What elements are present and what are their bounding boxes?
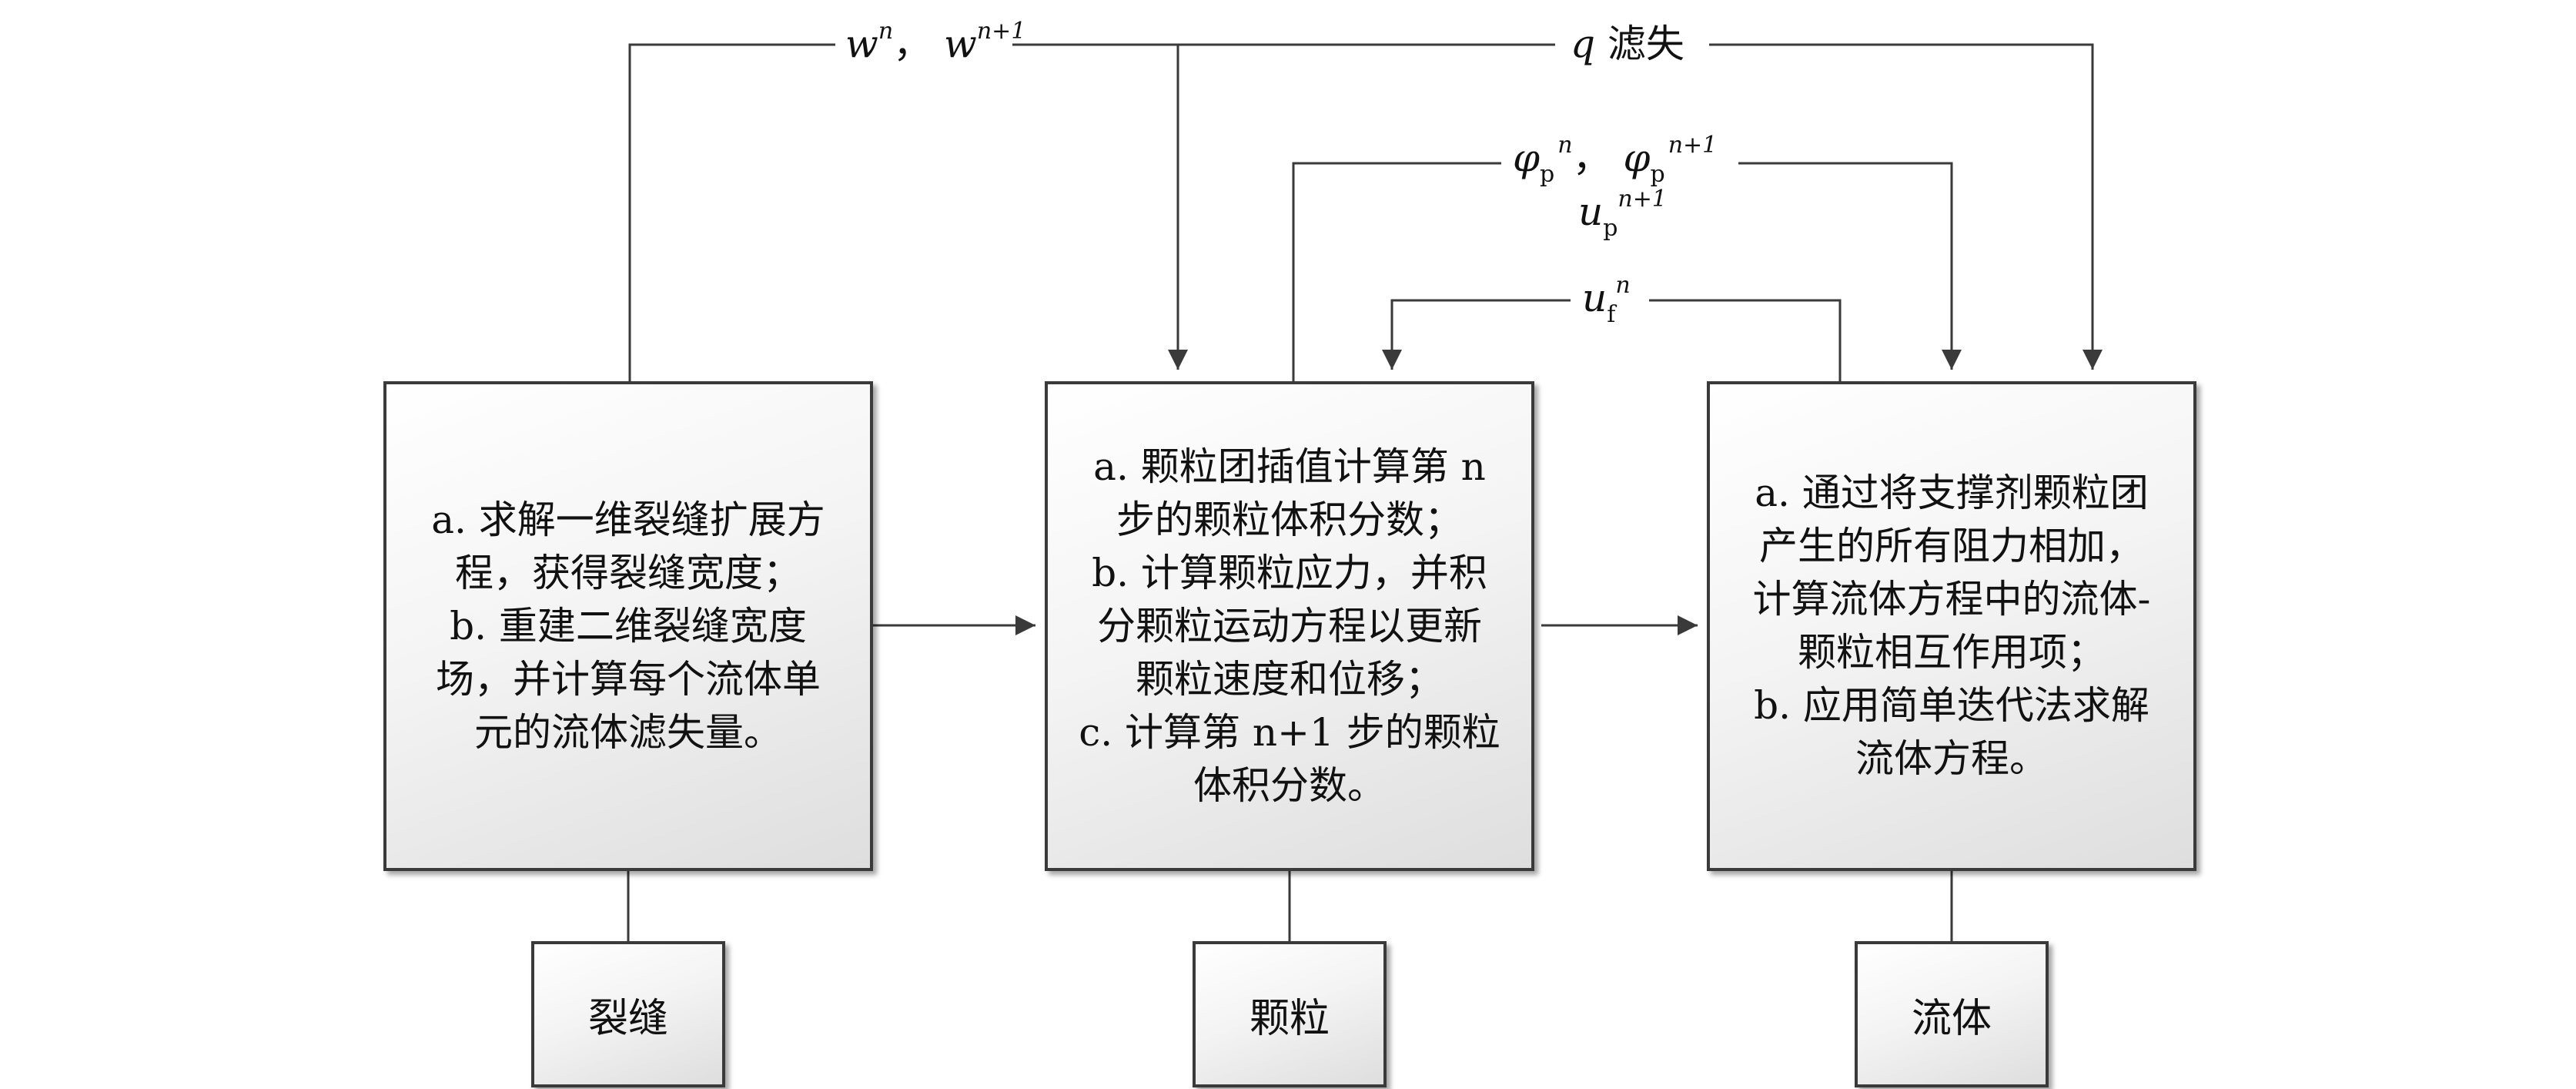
- fluid-line-4: 颗粒相互作用项；: [1798, 630, 2106, 675]
- fluid-line-2: 产生的所有阻力相加，: [1759, 524, 2144, 568]
- particle-line-1: a. 颗粒团插值计算第 n: [1093, 444, 1486, 489]
- q-text: 滤失: [1595, 22, 1684, 66]
- w-symbol-2: w: [944, 22, 977, 66]
- phi-label: φpn， φpn+1: [1513, 134, 1717, 186]
- fluid-line-3: 计算流体方程中的流体-: [1752, 577, 2151, 622]
- phi-sub-p-2: p: [1650, 161, 1665, 188]
- up-symbol: u: [1578, 189, 1604, 234]
- particle-line-7: 体积分数。: [1193, 762, 1386, 808]
- crack-process-box: a. 求解一维裂缝扩展方 程，获得裂缝宽度； b. 重建二维裂缝宽度 场，并计算…: [383, 381, 873, 871]
- up-sub-p: p: [1603, 215, 1618, 242]
- fluid-line-1: a. 通过将支撑剂颗粒团: [1755, 471, 2149, 515]
- particle-label-box: 颗粒: [1193, 941, 1387, 1087]
- particle-line-3: b. 计算颗粒应力，并积: [1092, 550, 1487, 595]
- fluid-label-box: 流体: [1855, 941, 2049, 1087]
- fluid-label: 流体: [1911, 995, 1992, 1042]
- up-sup-n1: n+1: [1618, 186, 1667, 213]
- crack-line-1: a. 求解一维裂缝扩展方: [431, 497, 825, 542]
- fluid-line-5: b. 应用简单迭代法求解: [1754, 683, 2149, 728]
- crack-line-3: b. 重建二维裂缝宽度: [450, 603, 807, 648]
- particle-process-text: a. 颗粒团插值计算第 n 步的颗粒体积分数； b. 计算颗粒应力，并积 分颗粒…: [1079, 441, 1500, 813]
- crack-line-4: 场，并计算每个流体单: [435, 656, 821, 702]
- particle-process-box: a. 颗粒团插值计算第 n 步的颗粒体积分数； b. 计算颗粒应力，并积 分颗粒…: [1045, 381, 1534, 871]
- particle-line-5: 颗粒速度和位移；: [1136, 656, 1444, 702]
- w-sup-n1: n+1: [976, 18, 1026, 45]
- particle-line-6: c. 计算第 n+1 步的颗粒: [1079, 709, 1500, 755]
- crack-line-5: 元的流体滤失量。: [473, 709, 782, 755]
- crack-line-2: 程，获得裂缝宽度；: [454, 550, 801, 595]
- crack-label: 裂缝: [587, 995, 668, 1042]
- q-connector-right: [1709, 43, 2103, 370]
- phi-connector-left: [1292, 162, 1501, 381]
- uf-sup-n: n: [1615, 272, 1631, 299]
- w-separator: ，: [893, 22, 932, 66]
- uf-connector-right: [1649, 299, 1842, 381]
- phi-symbol: φ: [1513, 136, 1541, 180]
- phi-separator: ，: [1572, 136, 1611, 180]
- phi-sub-p: p: [1540, 161, 1555, 188]
- w-sup-n: n: [878, 18, 894, 45]
- uf-sub-f: f: [1607, 301, 1616, 328]
- crack-process-text: a. 求解一维裂缝扩展方 程，获得裂缝宽度； b. 重建二维裂缝宽度 场，并计算…: [431, 494, 825, 759]
- fluid-process-box: a. 通过将支撑剂颗粒团 产生的所有阻力相加， 计算流体方程中的流体- 颗粒相互…: [1707, 381, 2196, 871]
- phi-connector-right: [1738, 162, 1962, 370]
- w-symbol: w: [845, 22, 878, 66]
- phi-symbol-2: φ: [1623, 136, 1651, 180]
- phi-sup-n1: n+1: [1668, 132, 1718, 159]
- uf-connector-left: [1382, 299, 1571, 370]
- q-label: q 滤失: [1571, 25, 1684, 63]
- uf-symbol: u: [1582, 276, 1607, 320]
- w-connector: [628, 43, 835, 381]
- fluid-process-text: a. 通过将支撑剂颗粒团 产生的所有阻力相加， 计算流体方程中的流体- 颗粒相互…: [1753, 467, 2151, 786]
- crack-label-box: 裂缝: [531, 941, 725, 1087]
- q-symbol: q: [1571, 22, 1596, 66]
- particle-line-4: 分颗粒运动方程以更新: [1097, 603, 1482, 648]
- up-label: upn+1: [1578, 188, 1667, 240]
- particle-line-2: 步的颗粒体积分数；: [1116, 497, 1463, 542]
- w-label: wn， wn+1: [845, 20, 1025, 66]
- uf-label: ufn: [1582, 274, 1631, 327]
- particle-label: 颗粒: [1249, 995, 1330, 1042]
- fluid-line-6: 流体方程。: [1855, 736, 2048, 781]
- w-connector-right: [1012, 43, 1188, 370]
- phi-sup-n: n: [1557, 132, 1573, 159]
